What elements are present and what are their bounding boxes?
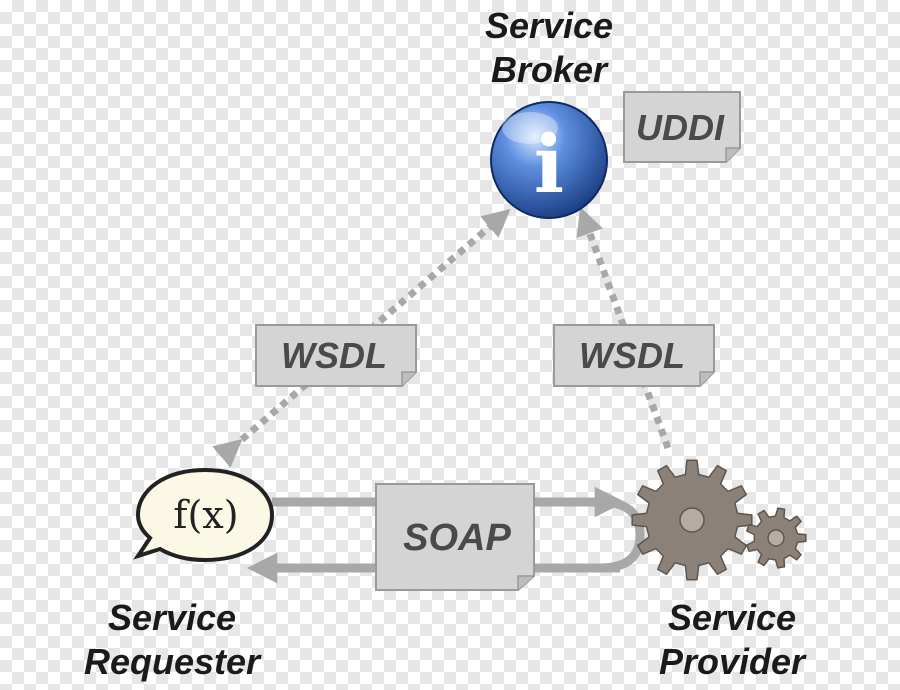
function-text: f(x) [173, 493, 238, 537]
speech-bubble-icon: f(x) [133, 467, 275, 563]
provider-label-line1: Service [668, 597, 796, 638]
publish-find-arrow-left [212, 208, 511, 468]
uddi-label: UDDI [636, 107, 725, 148]
broker-label-line1: Service [485, 5, 613, 46]
wsdl-left-document: WSDL [255, 324, 417, 387]
requester-label-line1: Service [108, 597, 236, 638]
soap-loop-arrow [599, 497, 645, 573]
gear-icon [631, 459, 807, 581]
soap-label: SOAP [403, 517, 511, 559]
provider-label-line2: Provider [659, 641, 807, 682]
wsdl-right-document: WSDL [553, 324, 715, 387]
requester-label-line2: Requester [84, 641, 262, 682]
soap-document: SOAP [375, 483, 535, 591]
uddi-document: UDDI [623, 91, 741, 163]
info-glyph: i [534, 117, 564, 211]
wsdl-left-label: WSDL [281, 335, 387, 376]
wsdl-right-label: WSDL [579, 335, 685, 376]
broker-label-line2: Broker [491, 49, 609, 90]
info-sphere-icon: i [490, 101, 608, 219]
bigGear-hub [679, 507, 705, 533]
smallGear-hub [767, 529, 785, 547]
